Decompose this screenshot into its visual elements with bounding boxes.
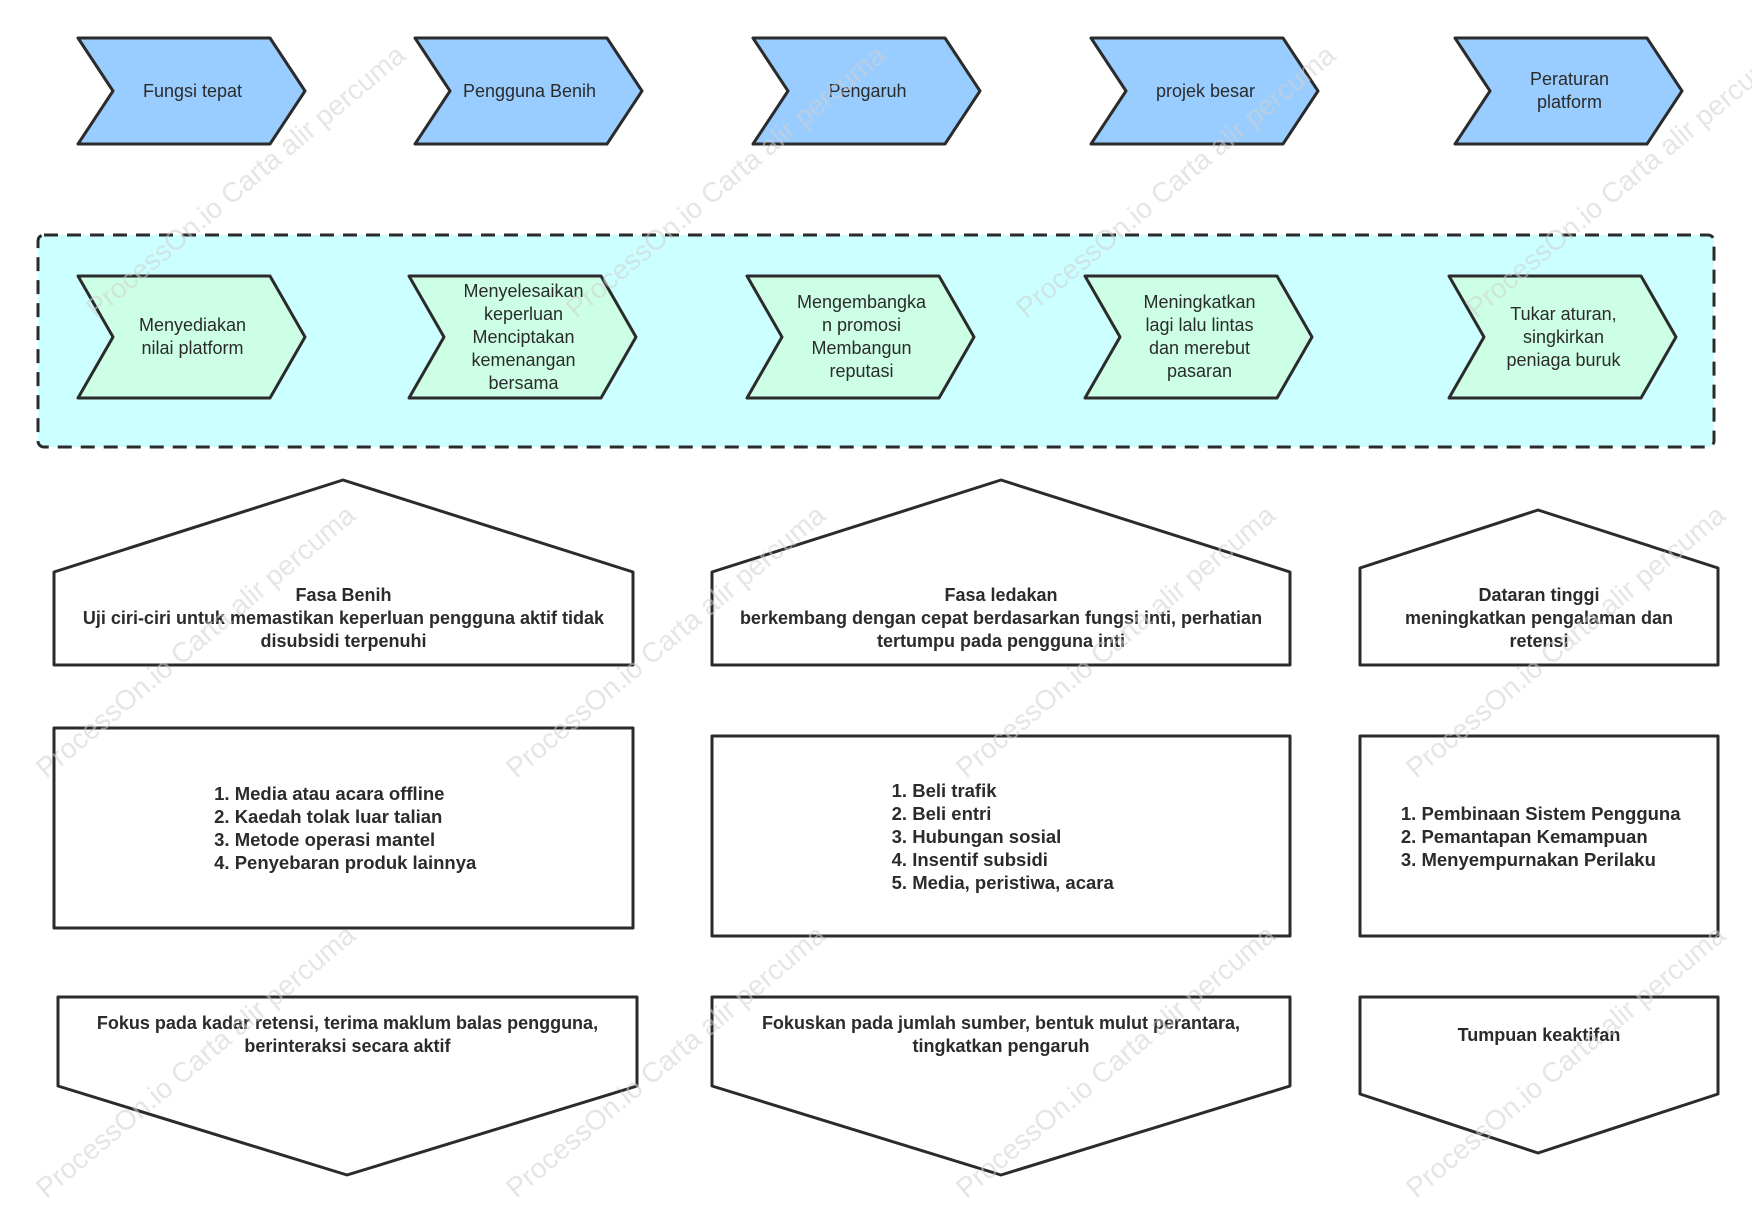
phase-1-tactics: Media atau acara offline Kaedah tolak lu… [54, 728, 633, 928]
top-label-3: Pengaruh [828, 80, 907, 101]
tactic-item: Kaedah tolak luar talian [235, 805, 477, 828]
top-label-4: projek besar [1155, 80, 1256, 101]
mid-label-4: Meningkatkan lagi lalu lintas dan merebu… [1143, 292, 1256, 381]
mid-chevron-4 [1083, 274, 1314, 400]
phase-1-tactics-box [52, 726, 635, 930]
phase-2-focus-shape [710, 995, 1292, 1177]
tactic-item: Menyempurnakan Perilaku [1421, 848, 1680, 871]
mid-label-3: Mengembangka n promosi Membangun reputas… [796, 292, 927, 381]
phase-3-focus-shape [1358, 995, 1720, 1155]
top-chevron-5 [1453, 36, 1684, 146]
tactic-item: Pemantapan Kemampuan [1421, 825, 1680, 848]
mid-chevron-5 [1447, 274, 1678, 400]
mid-chevron-1 [76, 274, 307, 400]
mid-label-1: Menyediakan nilai platform [138, 315, 247, 358]
top-chevron-3 [751, 36, 982, 146]
top-label-5: Peraturan platform [1529, 69, 1610, 112]
mid-chevron-3 [745, 274, 976, 400]
mid-label-2: Menyelesaikan keperluan Menciptakan keme… [463, 280, 584, 393]
tactic-item: Insentif subsidi [912, 848, 1114, 871]
phase-1-focus-shape [56, 995, 639, 1177]
phase-2-heading-shape [710, 478, 1292, 667]
tactic-item: Beli trafik [912, 779, 1114, 802]
phase-1-heading: Fasa Benih Uji ciri-ciri untuk memastika… [82, 584, 605, 651]
phase-2-heading: Fasa ledakan berkembang dengan cepat ber… [739, 584, 1263, 651]
phase-3-focus: Tumpuan keaktifan [1457, 1024, 1621, 1045]
tactic-item: Penyebaran produk lainnya [235, 851, 477, 874]
tactic-item: Media, peristiwa, acara [912, 871, 1114, 894]
phase-1-heading-shape [52, 478, 635, 667]
phase-3-tactics: Pembinaan Sistem Pengguna Pemantapan Kem… [1360, 736, 1718, 936]
phase-1-focus: Fokus pada kadar retensi, terima maklum … [96, 1013, 599, 1056]
mid-label-5: Tukar aturan, singkirkan peniaga buruk [1506, 303, 1621, 370]
top-chevron-2 [413, 36, 644, 146]
top-chevron-1 [76, 36, 307, 146]
tactic-item: Metode operasi mantel [235, 828, 477, 851]
top-label-1: Fungsi tepat [142, 80, 243, 101]
top-chevron-4 [1089, 36, 1320, 146]
phase-3-tactics-box [1358, 734, 1720, 938]
tactic-item: Pembinaan Sistem Pengguna [1421, 802, 1680, 825]
tactic-item: Beli entri [912, 802, 1114, 825]
phase-2-focus: Fokuskan pada jumlah sumber, bentuk mulu… [761, 1013, 1241, 1056]
phase-3-heading-shape [1358, 508, 1720, 667]
phase-2-tactics-box [710, 734, 1292, 938]
tactic-item: Media atau acara offline [235, 782, 477, 805]
tactic-item: Hubungan sosial [912, 825, 1114, 848]
top-label-2: Pengguna Benih [462, 80, 597, 101]
phase-2-tactics: Beli trafik Beli entri Hubungan sosial I… [712, 736, 1290, 936]
phase-3-heading: Dataran tinggi meningkatkan pengalaman d… [1404, 584, 1674, 651]
mid-chevron-2 [407, 274, 638, 400]
